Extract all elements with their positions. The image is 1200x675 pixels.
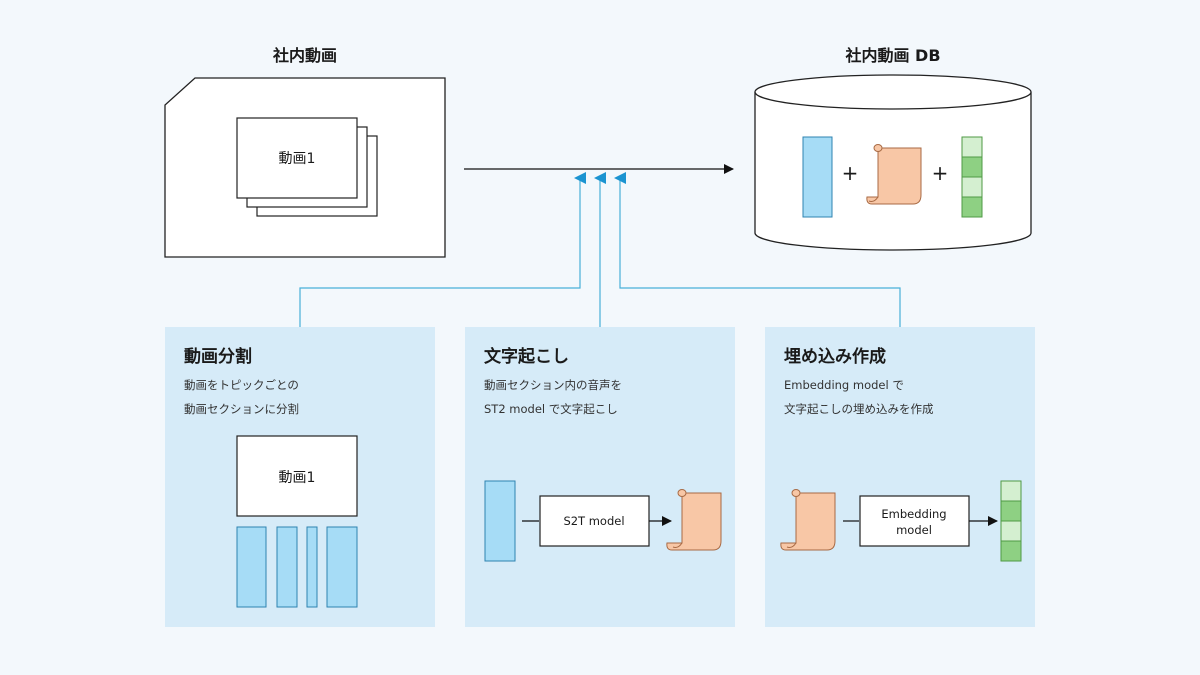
panel-embed	[765, 327, 1035, 627]
embed-scroll-icon	[780, 489, 836, 551]
connector-split	[299, 172, 586, 327]
panel-transcribe-title: 文字起こし	[484, 346, 569, 367]
split-source-doc	[236, 435, 358, 517]
split-doc-label: 動画1	[279, 470, 316, 486]
embed-output-vector	[1000, 480, 1022, 562]
panel-transcribe-desc-1: 動画セクション内の音声を	[484, 378, 622, 392]
split-video-segments	[236, 526, 358, 608]
transcribe-video-segment	[484, 480, 516, 562]
panel-split-title: 動画分割	[184, 346, 252, 367]
db-plus-1: +	[842, 161, 859, 185]
transcribe-scroll-icon	[666, 489, 722, 551]
panel-split-desc-1: 動画をトピックごとの	[184, 378, 299, 392]
embedding-model-label-2: model	[896, 523, 932, 537]
connector-embed	[614, 172, 901, 327]
embedding-model-box	[859, 495, 970, 547]
panel-embed-desc-2: 文字起こしの埋め込みを作成	[784, 402, 934, 416]
stacked-doc-front	[236, 117, 358, 199]
panel-embed-title: 埋め込み作成	[784, 346, 886, 367]
db-video-segment	[802, 136, 833, 218]
panel-transcribe-desc-2: ST2 model で文字起こし	[484, 402, 618, 416]
panel-embed-desc-1: Embedding model で	[784, 378, 904, 392]
db-embedding-vector	[961, 136, 983, 218]
database-cylinder-top	[754, 74, 1032, 110]
embedding-model-label-1: Embedding	[881, 507, 946, 521]
database-title: 社内動画 DB	[844, 46, 940, 65]
panel-transcribe	[465, 327, 735, 627]
source-title: 社内動画	[272, 46, 337, 65]
s2t-model-label: S2T model	[563, 514, 624, 528]
db-transcript-scroll-icon	[866, 144, 922, 205]
source-doc-label: 動画1	[279, 151, 316, 167]
db-plus-2: +	[932, 161, 949, 185]
panel-split-desc-2: 動画セクションに分割	[184, 402, 299, 416]
